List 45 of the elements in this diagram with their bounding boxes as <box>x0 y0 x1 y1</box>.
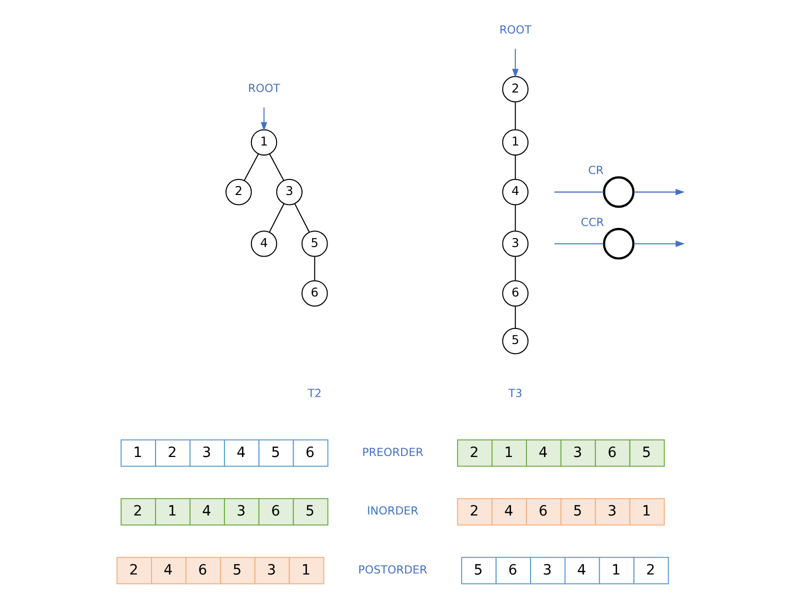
label: 1 <box>642 504 651 520</box>
label: 2 <box>167 444 176 461</box>
label: 3 <box>202 444 211 461</box>
label: 1 <box>504 444 513 461</box>
label: 4 <box>236 444 246 461</box>
label: 2 <box>469 504 478 520</box>
label: 5 <box>572 504 582 520</box>
label: 2 <box>128 562 138 578</box>
label: 6 <box>270 504 280 520</box>
label: 4 <box>538 444 548 461</box>
label: PREORDER <box>362 446 423 459</box>
node-text: ROOT <box>247 82 280 96</box>
label: 4 <box>576 562 586 578</box>
label: 6 <box>538 504 548 520</box>
node-label: CR <box>588 164 604 178</box>
label: T2 <box>307 387 322 400</box>
label: 6 <box>607 444 616 461</box>
label: POSTORDER <box>358 563 427 576</box>
label: 4 <box>504 504 513 520</box>
label: 4 <box>163 562 172 578</box>
label: 2 <box>132 504 142 520</box>
label: 5 <box>305 504 314 520</box>
label: INORDER <box>366 504 418 518</box>
label: 4 <box>202 504 211 520</box>
label: 6 <box>508 562 517 578</box>
label: 3 <box>266 562 276 578</box>
label: 1 <box>611 562 620 578</box>
node-label: CCR <box>580 216 604 229</box>
label: 6 <box>198 562 207 578</box>
label: 5 <box>642 444 651 461</box>
label: 5 <box>232 562 242 578</box>
label: 1 <box>132 444 142 461</box>
label: 5 <box>473 562 482 578</box>
label: 6 <box>305 444 314 461</box>
node-text: ROOT <box>498 23 531 36</box>
label: 3 <box>236 504 246 520</box>
label: 3 <box>542 562 552 578</box>
label: T3 <box>508 387 522 400</box>
label: 3 <box>607 504 616 520</box>
label: 5 <box>270 444 280 461</box>
label: 2 <box>646 562 655 578</box>
label: 3 <box>572 444 582 461</box>
label: 1 <box>301 562 310 578</box>
label: 1 <box>167 504 176 520</box>
label: 2 <box>469 444 478 461</box>
